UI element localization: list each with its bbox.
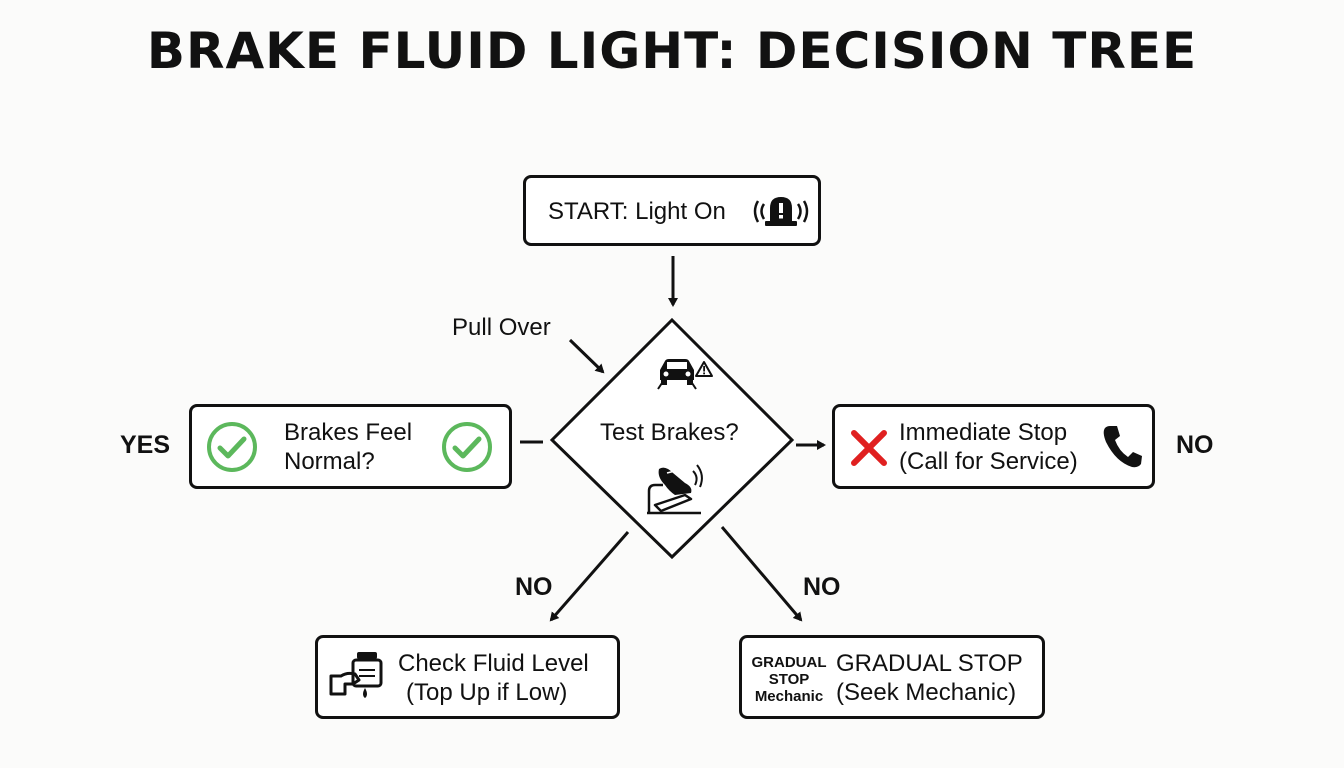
gradual-stop-line1: GRADUAL STOP — [836, 650, 1023, 677]
fluid-reservoir-icon — [329, 652, 383, 698]
gradual-stop-node — [739, 635, 1045, 719]
no-label-gradual-branch: NO — [803, 573, 841, 601]
gradual-icon-text-1: GRADUAL — [751, 654, 827, 671]
check-circle-icon — [207, 422, 257, 472]
decision-label: Test Brakes? — [600, 419, 739, 446]
check-fluid-line1: Check Fluid Level — [398, 650, 589, 677]
immediate-stop-node — [832, 404, 1155, 489]
immediate-stop-line1: Immediate Stop — [899, 419, 1068, 446]
immediate-stop-line2: (Call for Service) — [899, 448, 1078, 475]
brake-pedal-icon — [647, 464, 703, 515]
brakes-normal-line2: Normal? — [284, 448, 375, 475]
arrow-to-fluid — [549, 531, 630, 622]
no-label-fluid-branch: NO — [515, 573, 553, 601]
gradual-stop-line2: (Seek Mechanic) — [836, 679, 1017, 706]
check-fluid-line2: (Top Up if Low) — [406, 679, 568, 706]
gradual-icon-text-3: Mechanic — [754, 688, 824, 705]
decision-diamond — [549, 317, 795, 560]
arrow-pull-over — [568, 338, 605, 374]
siren-icon — [753, 197, 809, 226]
phone-icon — [1103, 426, 1142, 468]
yes-label: YES — [120, 431, 171, 459]
diagram-title: BRAKE FLUID LIGHT: DECISION TREE — [146, 22, 1198, 80]
pull-over-label: Pull Over — [452, 314, 551, 341]
no-label-right: NO — [1176, 431, 1214, 459]
start-label: START: Light On — [548, 198, 726, 225]
gradual-icon-text-2: STOP — [768, 671, 810, 688]
check-circle-icon — [442, 422, 492, 472]
car-warning-icon — [657, 359, 713, 390]
arrow-to-gradual — [720, 526, 803, 622]
x-icon — [851, 430, 887, 466]
brakes-normal-line1: Brakes Feel — [284, 419, 413, 446]
